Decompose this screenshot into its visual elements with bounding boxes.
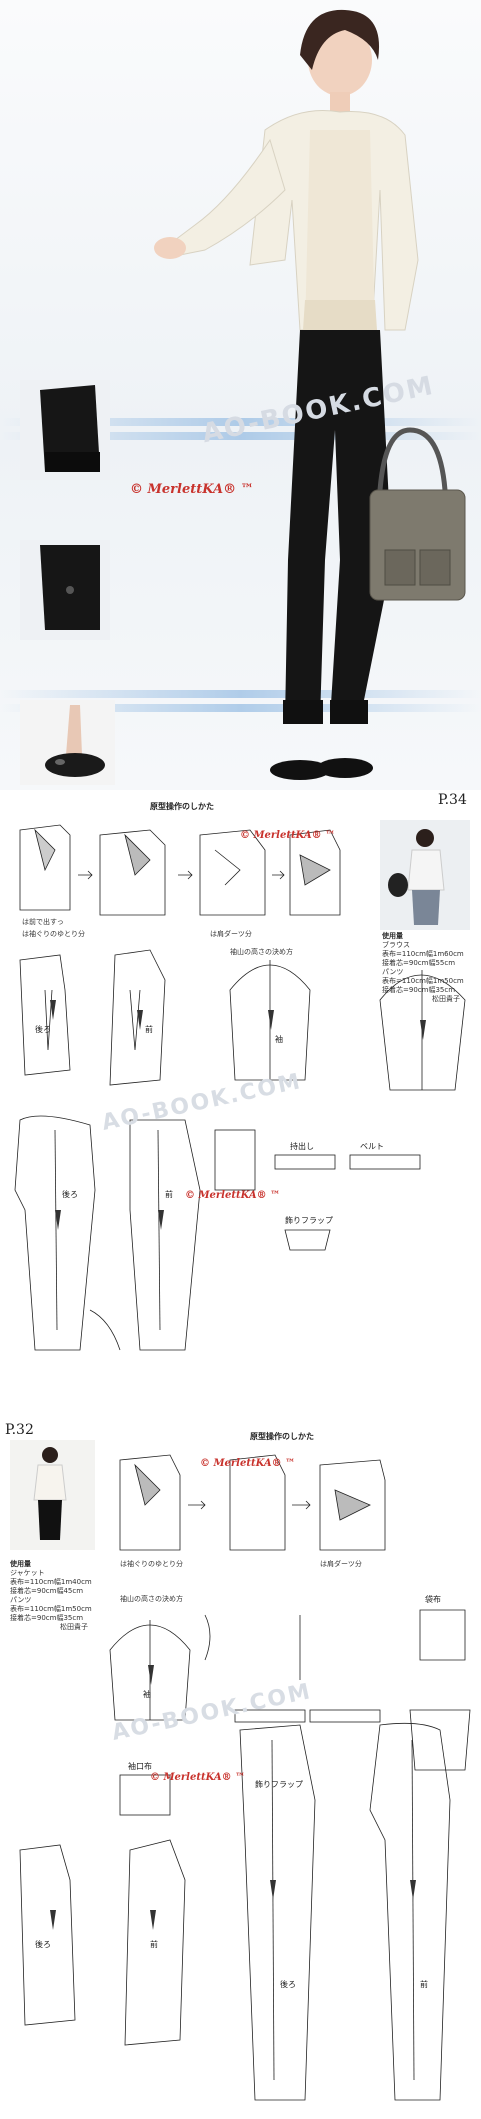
note-text: は肩ダーツ分 xyxy=(210,930,252,938)
author-name: 松田貴子 xyxy=(432,995,460,1003)
usage-item: ブラウス xyxy=(382,941,410,949)
note-text: 袖山の高さの決め方 xyxy=(120,1595,183,1603)
piece-label: 袋布 xyxy=(425,1595,441,1604)
section-title: 原型操作のしかた xyxy=(250,1432,314,1441)
fashion-photo: AO-BOOK.COM © MerlettKA® ™ xyxy=(0,0,481,790)
usage-item: 表布=110cm幅1m50cm xyxy=(382,977,464,985)
note-text: は袖ぐりのゆとり分 xyxy=(22,930,85,938)
piece-label: 前 xyxy=(420,1980,428,1989)
section-title: 原型操作のしかた xyxy=(150,802,214,811)
usage-item: パンツ xyxy=(10,1596,32,1604)
usage-item: パンツ xyxy=(382,968,404,976)
decor-stripe xyxy=(0,418,481,426)
merlettka-watermark: © MerlettKA® ™ xyxy=(200,1458,296,1469)
piece-label: 後ろ xyxy=(280,1980,296,1989)
piece-label: 前 xyxy=(150,1940,158,1949)
model-illustration xyxy=(20,9,466,785)
piece-label: ベルト xyxy=(360,1142,384,1151)
usage-item: 接着芯=90cm幅35cm xyxy=(382,986,456,994)
decor-stripe xyxy=(0,704,481,712)
usage-title: 使用量 xyxy=(382,932,403,940)
usage-item: 表布=110cm幅1m40cm xyxy=(10,1578,92,1586)
piece-label: 袖 xyxy=(143,1690,151,1699)
usage-item: ジャケット xyxy=(10,1569,45,1577)
piece-label: 飾りフラップ xyxy=(285,1216,333,1225)
decor-stripe xyxy=(0,690,481,698)
usage-title: 使用量 xyxy=(10,1560,31,1568)
piece-label: 飾りフラップ xyxy=(255,1780,303,1789)
author-name: 松田貴子 xyxy=(60,1623,88,1631)
usage-item: 接着芯=90cm幅55cm xyxy=(382,959,456,967)
page-number: P.34 xyxy=(438,792,467,808)
piece-label: 袖 xyxy=(275,1035,283,1044)
page-number: P.32 xyxy=(5,1422,34,1438)
pattern-drawing-p34 xyxy=(14,820,470,1351)
decor-stripe xyxy=(0,432,481,440)
usage-item: 接着芯=90cm幅45cm xyxy=(10,1587,84,1595)
merlettka-watermark: © MerlettKA® ™ xyxy=(185,1190,281,1201)
piece-label: 前 xyxy=(165,1190,173,1199)
pattern-sheet-p34: P.34 原型操作のしかた © MerlettKA® ™ は前で出すっ は袖ぐり… xyxy=(0,790,481,1420)
pattern-drawing-p32 xyxy=(10,1440,471,2101)
usage-item: 表布=110cm幅1m60cm xyxy=(382,950,464,958)
merlettka-watermark: © MerlettKA® ™ xyxy=(150,1772,246,1783)
note-text: は袖ぐりのゆとり分 xyxy=(120,1560,183,1568)
piece-label: 持出し xyxy=(290,1142,314,1151)
note-text: は前で出すっ xyxy=(22,918,64,926)
note-text: は肩ダーツ分 xyxy=(320,1560,362,1568)
piece-label: 後ろ xyxy=(35,1940,51,1949)
piece-label: 前 xyxy=(145,1025,153,1034)
piece-label: 後ろ xyxy=(62,1190,78,1199)
pattern-sheet-p32: P.32 原型操作のしかた © MerlettKA® ™ 使用量 ジャケット 表… xyxy=(0,1420,481,2119)
merlettka-watermark: © MerlettKA® ™ xyxy=(240,830,336,841)
usage-item: 表布=110cm幅1m50cm xyxy=(10,1605,92,1613)
usage-item: 接着芯=90cm幅35cm xyxy=(10,1614,84,1622)
piece-label: 袖口布 xyxy=(128,1762,152,1771)
note-text: 袖山の高さの決め方 xyxy=(230,948,293,956)
piece-label: 後ろ xyxy=(35,1025,51,1034)
merlettka-watermark: © MerlettKA® ™ xyxy=(130,482,254,497)
